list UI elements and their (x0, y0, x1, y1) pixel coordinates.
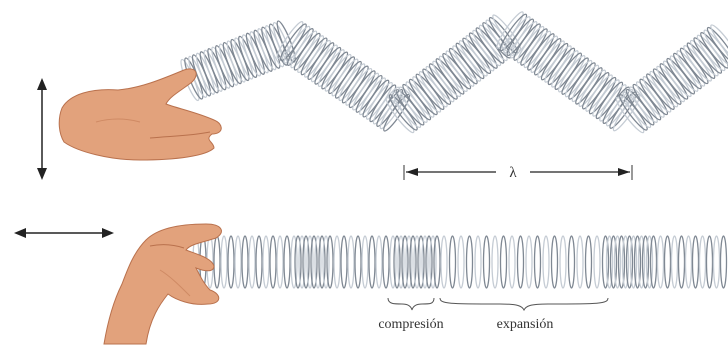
wavelength-marker: λ (404, 165, 632, 181)
longitudinal-slinky-coil (193, 236, 727, 288)
hand-bottom (104, 224, 221, 344)
compression-bracket: compresión (378, 298, 443, 332)
expansion-label: expansión (497, 317, 554, 332)
compression-label: compresión (378, 317, 443, 332)
wavelength-label: λ (509, 165, 517, 181)
hand-top (59, 69, 221, 160)
transverse-slinky-coil (178, 10, 728, 135)
longitudinal-wave-section: compresión expansión (14, 224, 727, 344)
horizontal-motion-arrow (14, 228, 114, 238)
expansion-bracket: expansión (440, 298, 608, 332)
vertical-motion-arrow (37, 78, 47, 180)
transverse-wave-section: λ (37, 10, 728, 181)
